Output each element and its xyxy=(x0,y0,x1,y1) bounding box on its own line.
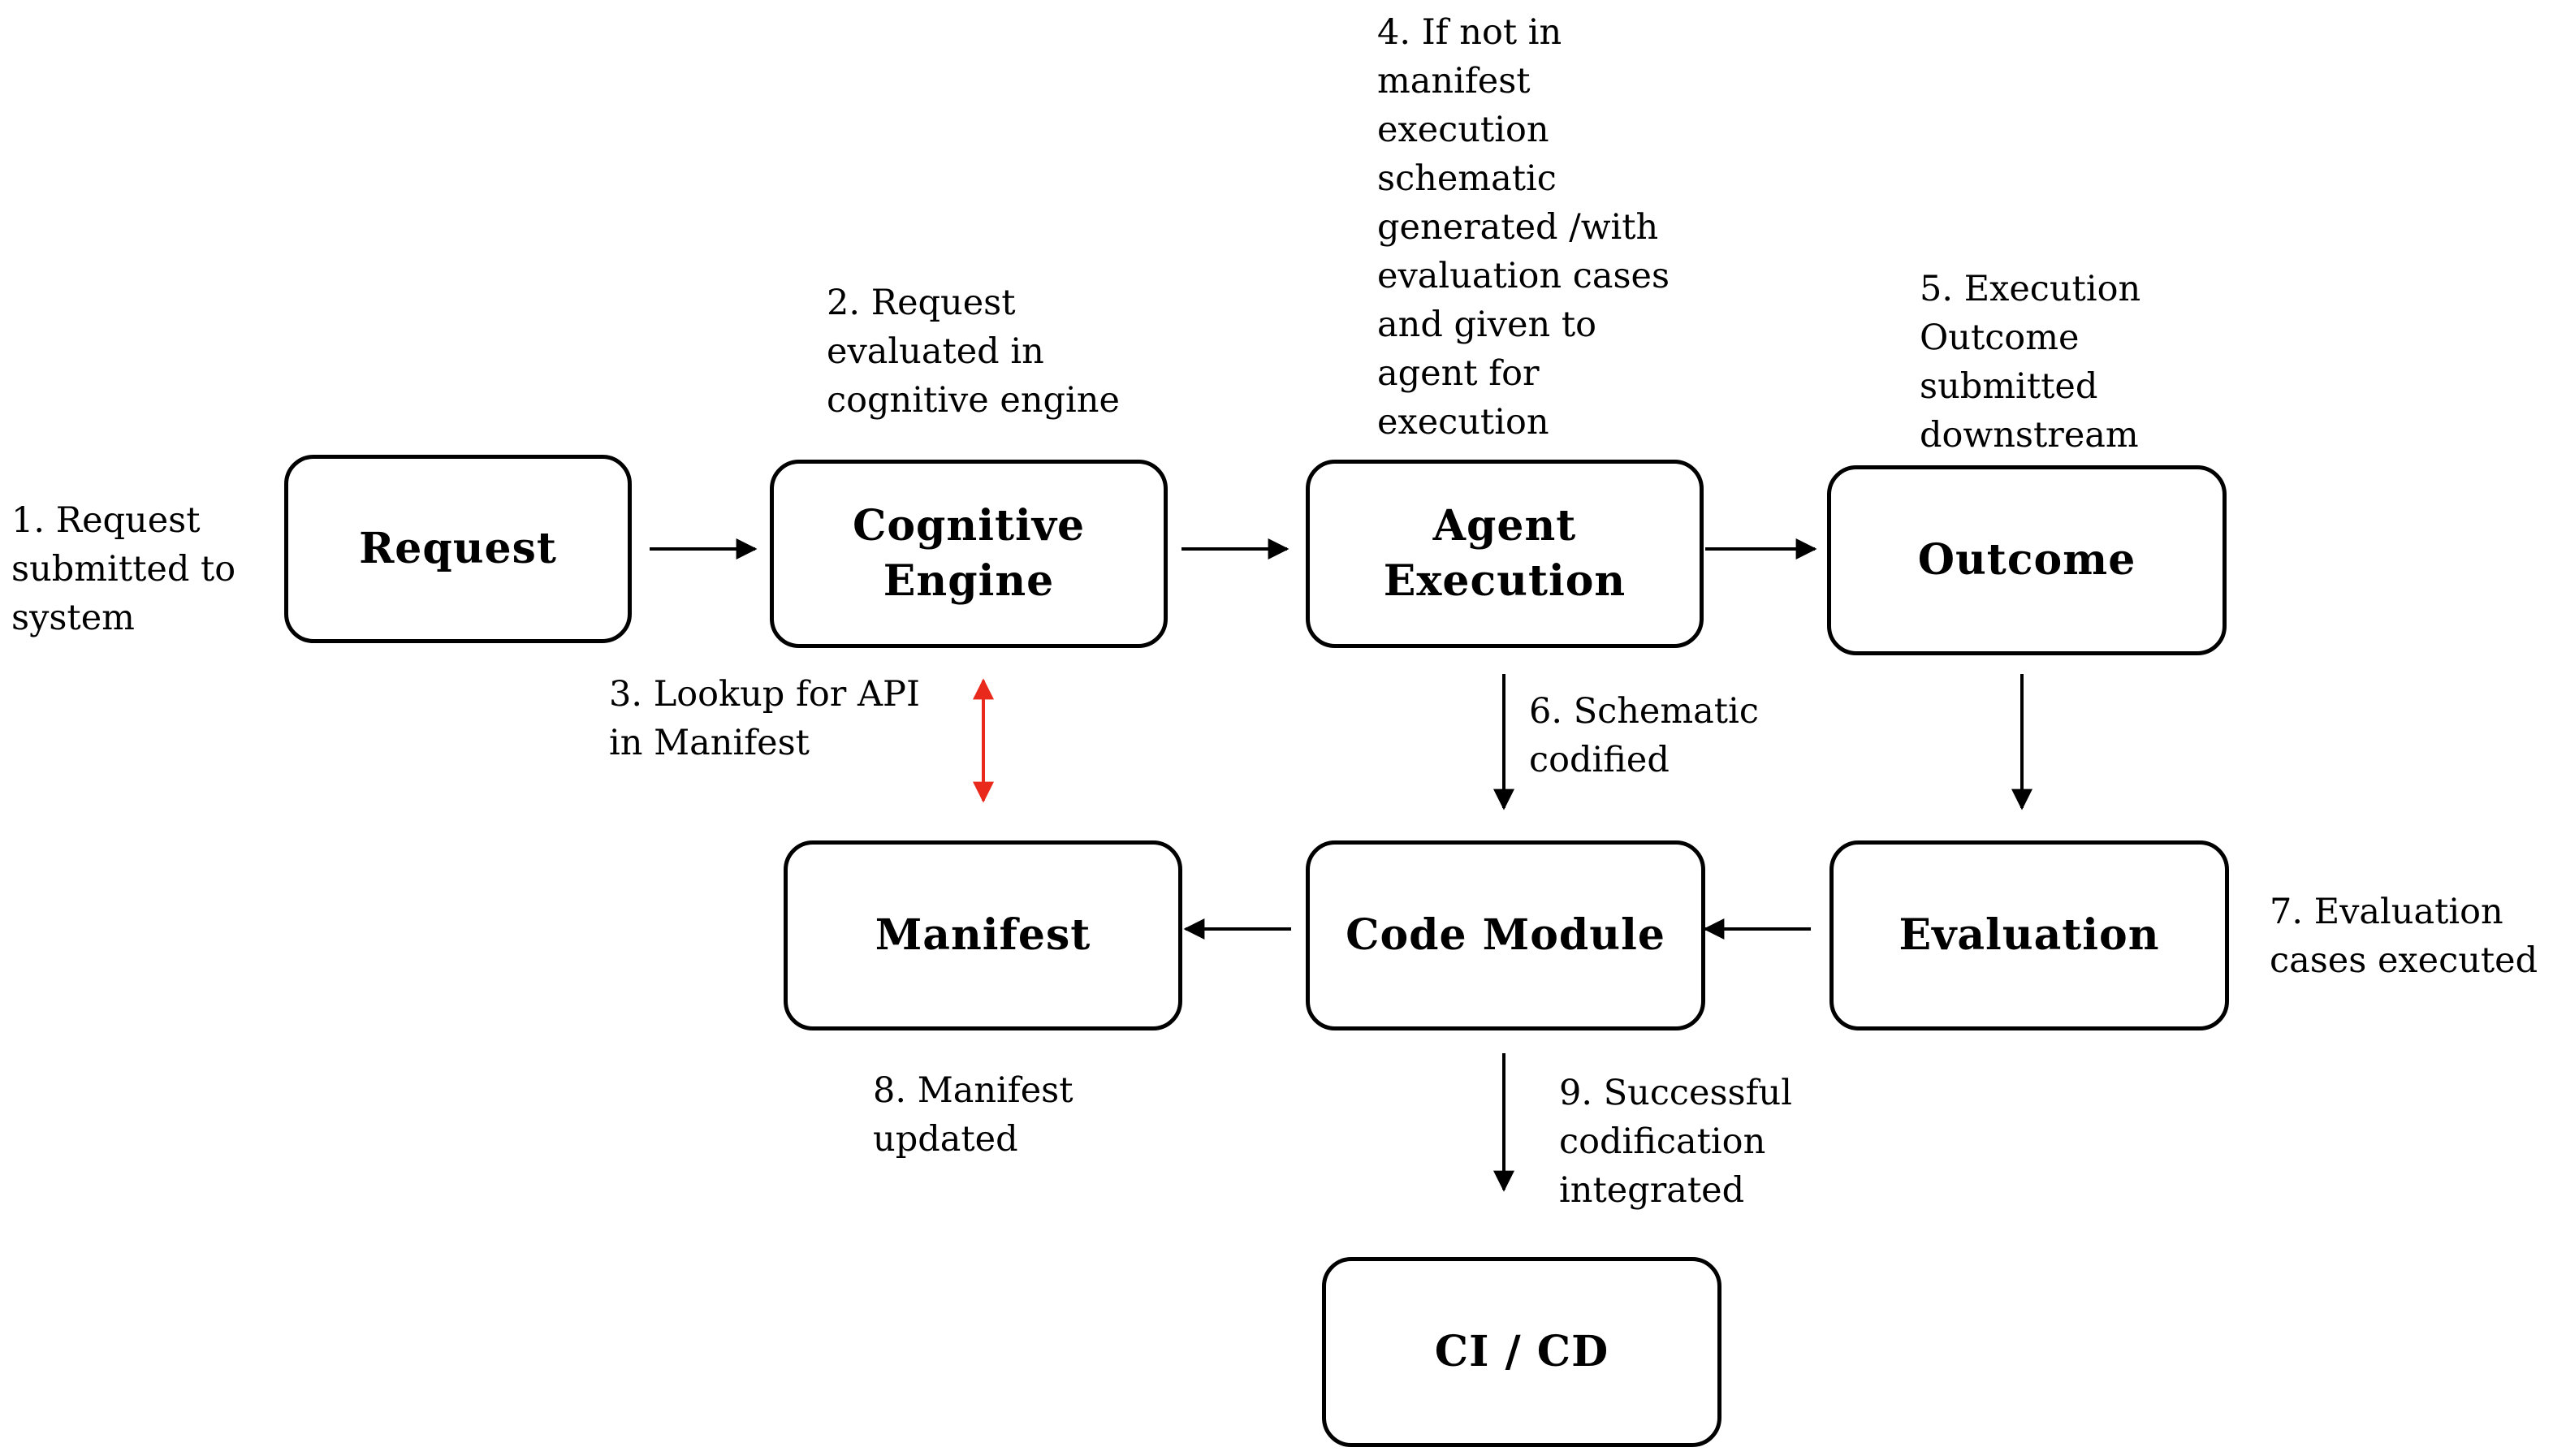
step-2-note: 2. Request evaluated in cognitive engine xyxy=(827,283,1120,421)
manifest-node: Manifest xyxy=(784,840,1182,1030)
code-module-node-label: Code Module xyxy=(1346,910,1665,960)
ci-cd-node: CI / CD xyxy=(1322,1257,1721,1447)
evaluation-node-label: Evaluation xyxy=(1899,910,2160,960)
outcome-node-label: Outcome xyxy=(1917,535,2136,585)
step-1-note: 1. Request submitted to system xyxy=(11,500,236,638)
step-5-note: 5. Execution Outcome submitted downstrea… xyxy=(1920,269,2141,456)
cognitive-engine-node: Cognitive Engine xyxy=(770,460,1168,648)
cognitive-engine-node-label: Cognitive Engine xyxy=(852,501,1086,606)
request-node: Request xyxy=(284,455,632,643)
step-4-note: 4. If not in manifest execution schemati… xyxy=(1377,12,1670,443)
manifest-node-label: Manifest xyxy=(875,910,1091,960)
ci-cd-node-label: CI / CD xyxy=(1434,1327,1609,1376)
request-node-label: Request xyxy=(359,524,557,573)
code-module-node: Code Module xyxy=(1306,840,1705,1030)
step-9-note: 9. Successful codification integrated xyxy=(1559,1073,1792,1211)
step-8-note: 8. Manifest updated xyxy=(873,1070,1073,1160)
agent-execution-node: Agent Execution xyxy=(1306,460,1704,648)
agent-execution-node-label: Agent Execution xyxy=(1383,501,1626,606)
outcome-node: Outcome xyxy=(1827,465,2227,655)
step-6-note: 6. Schematic codified xyxy=(1529,691,1759,780)
evaluation-node: Evaluation xyxy=(1829,840,2229,1030)
step-3-note: 3. Lookup for API in Manifest xyxy=(609,674,920,763)
step-7-note: 7. Evaluation cases executed xyxy=(2270,892,2538,981)
